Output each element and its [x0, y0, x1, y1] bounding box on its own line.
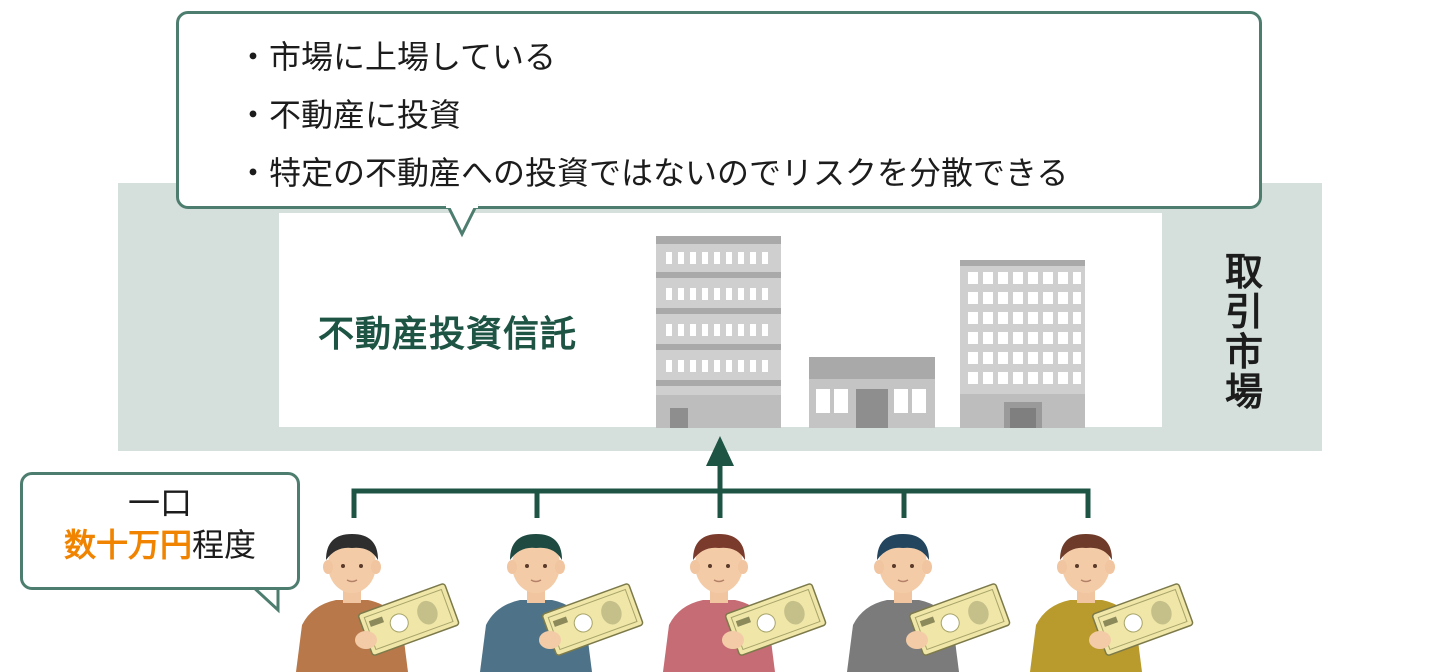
market-label-char: 引 [1224, 290, 1263, 334]
building-tall-icon [656, 236, 781, 428]
banknote-icon [357, 583, 460, 656]
banknote-icon [1091, 583, 1194, 656]
investor-young-man-icon [480, 534, 644, 672]
market-label: 取 引 市 場 [1222, 252, 1266, 412]
banknote-icon [908, 583, 1011, 656]
market-label-char: 取 [1224, 250, 1263, 294]
investor-mustache-man-icon [847, 534, 1011, 672]
fund-label: 不動産投資信託 [318, 314, 578, 355]
market-label-char: 場 [1224, 370, 1263, 414]
feature-item: ・不動産に投資 [237, 96, 462, 134]
investors-group [296, 534, 1194, 672]
arrow-head-icon [706, 436, 734, 466]
amount-value: 数十万円 [63, 526, 192, 564]
investor-older-man-icon [296, 534, 460, 672]
features-bubble: ・市場に上場している ・不動産に投資 ・特定の不動産への投資ではないのでリスクを… [176, 11, 1262, 209]
amount-unit-label: 一口 [127, 484, 192, 522]
investment-flow-arrow [351, 462, 1091, 518]
amount-line: 数十万円程度 [23, 523, 297, 567]
market-label-char: 市 [1224, 330, 1263, 374]
amount-suffix: 程度 [192, 526, 257, 564]
investor-older-woman-icon [1030, 534, 1194, 672]
features-list: ・市場に上場している ・不動産に投資 ・特定の不動産への投資ではないのでリスクを… [237, 34, 1068, 208]
feature-item: ・特定の不動産への投資ではないのでリスクを分散できる [237, 154, 1069, 192]
feature-item: ・市場に上場している [237, 38, 557, 76]
building-low-icon [809, 357, 935, 428]
amount-bubble: 一口 数十万円程度 [20, 472, 300, 590]
investor-woman-icon [663, 534, 827, 672]
building-office-icon [960, 260, 1085, 428]
